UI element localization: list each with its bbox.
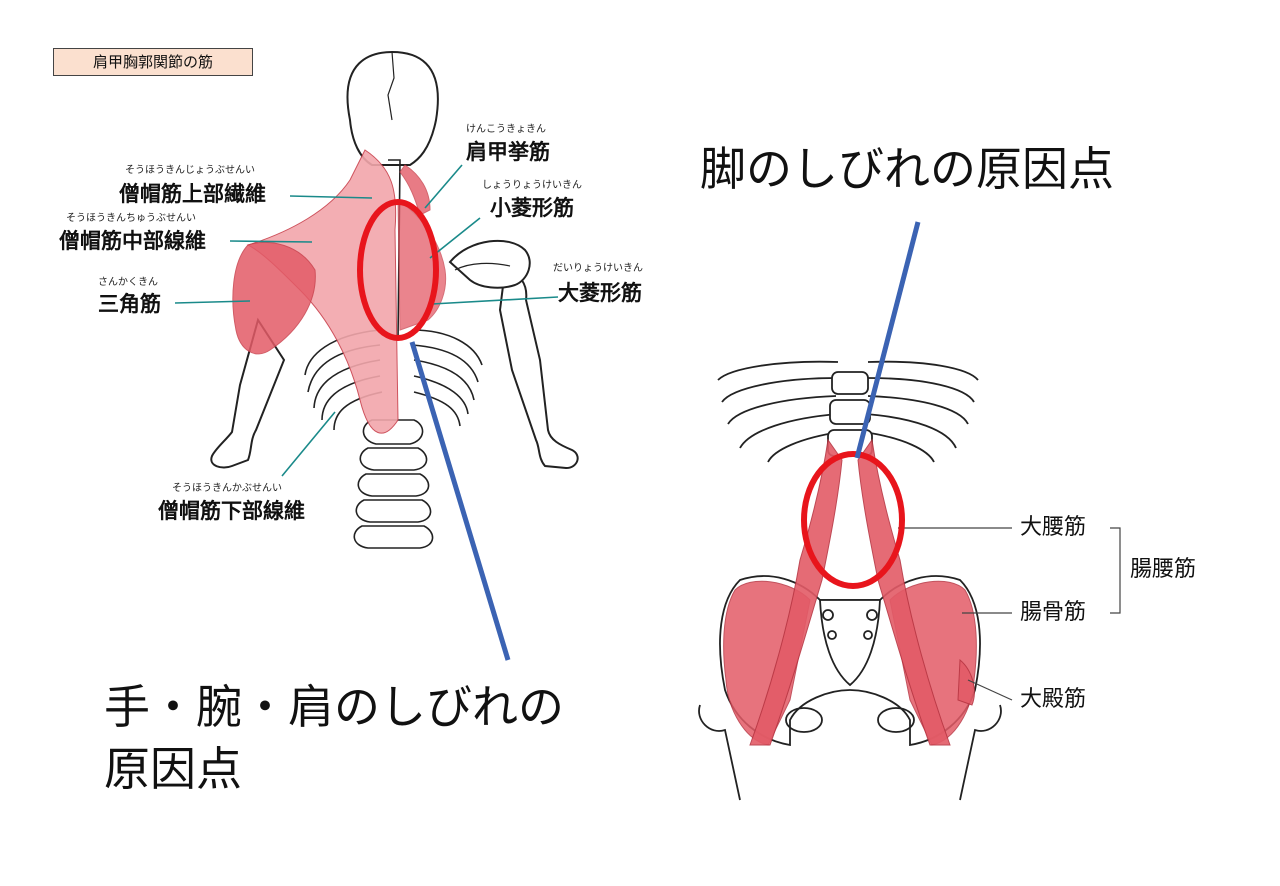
lower-ribcage <box>717 360 979 463</box>
leg-numbness-callout: 脚のしびれの原因点 <box>700 142 1114 196</box>
minor-rhomboid-furigana: しょうりょうけいきん <box>482 180 582 191</box>
psoas-label: 大腰筋 <box>1020 515 1087 540</box>
spine <box>353 159 434 549</box>
minor-rhomboid-label: 小菱形筋 <box>490 196 574 220</box>
trapezius-muscle <box>246 149 399 434</box>
leg-pointer-line <box>854 221 921 459</box>
right-scapula <box>448 239 531 289</box>
lower-leader-lines <box>898 527 1121 701</box>
deltoid-muscle <box>232 242 316 355</box>
lower-trapezius-label: 僧帽筋下部線維 <box>158 499 305 523</box>
arm-numbness-callout-line2: 原因点 <box>104 742 242 796</box>
upper-trapezius-label: 僧帽筋上部繊維 <box>119 182 266 206</box>
hip-muscles <box>723 438 977 746</box>
middle-trapezius-label: 僧帽筋中部線維 <box>59 229 206 253</box>
upper-trapezius-furigana: そうほうきんじょうぶせんい <box>125 165 255 176</box>
major-rhomboid-label: 大菱形筋 <box>558 281 642 305</box>
arm-numbness-callout-line1: 手・腕・肩のしびれの <box>104 680 564 734</box>
lumbar-spine <box>827 371 873 457</box>
upper-leader-lines <box>174 164 559 477</box>
deltoid-furigana: さんかくきん <box>98 277 158 288</box>
gluteus-muscle <box>957 658 975 706</box>
lower-trapezius-furigana: そうほうきんかぶせんい <box>172 483 282 494</box>
right-psoas <box>857 438 951 746</box>
arm-pointer-line <box>409 341 511 661</box>
iliopsoas-label: 腸腰筋 <box>1130 557 1197 582</box>
leg-cause-ring <box>801 451 905 589</box>
left-humerus <box>210 317 286 469</box>
middle-trapezius-furigana: そうほうきんちゅうぶせんい <box>66 213 196 224</box>
gluteus-label: 大殿筋 <box>1020 687 1087 712</box>
levator-label: 肩甲挙筋 <box>466 140 550 164</box>
left-femur <box>698 704 741 801</box>
right-humerus <box>498 268 579 470</box>
deltoid-label: 三角筋 <box>98 292 161 316</box>
figure-title: 肩甲胸郭関節の筋 <box>53 48 253 76</box>
upper-back-figure <box>210 50 579 549</box>
shoulder-cause-ring <box>357 199 439 341</box>
levator-furigana: けんこうきょきん <box>466 124 546 135</box>
iliacus-label: 腸骨筋 <box>1020 600 1087 625</box>
major-rhomboid-furigana: だいりょうけいきん <box>553 263 643 274</box>
pelvis-figure <box>698 360 1002 801</box>
right-femur <box>959 704 1002 801</box>
skull <box>346 50 439 166</box>
sacrum <box>819 599 881 687</box>
